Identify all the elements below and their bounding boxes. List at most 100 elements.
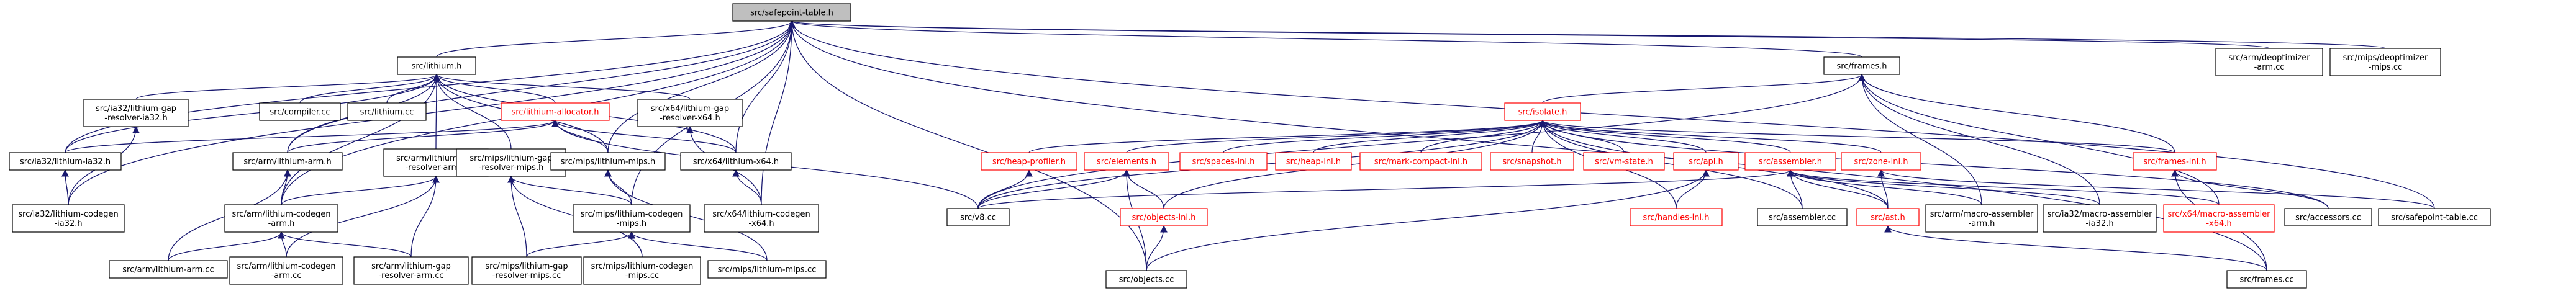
- node-allocator-h[interactable]: src/lithium-allocator.h: [501, 102, 610, 121]
- node-box: [550, 152, 666, 171]
- node-ia32-macro-h[interactable]: src/ia32/macro-assembler-ia32.h: [2043, 204, 2157, 233]
- node-box: [637, 99, 743, 127]
- node-elements-h[interactable]: src/elements.h: [1084, 152, 1169, 171]
- node-label: src/x64/lithium-x64.h: [693, 158, 779, 167]
- node-arm-lithium-h[interactable]: src/arm/lithium-arm.h: [232, 152, 343, 171]
- node-label: src/snapshot.h: [1502, 158, 1561, 167]
- node-frames-h[interactable]: src/frames.h: [1823, 56, 1900, 75]
- node-label: src/v8.cc: [960, 213, 996, 223]
- node-box: [2226, 270, 2307, 289]
- edge-elements_h-to-isolate_h: [1126, 119, 1546, 153]
- node-ia32-codegen-h[interactable]: src/ia32/lithium-codegen-ia32.h: [12, 204, 125, 233]
- node-box: [232, 152, 343, 171]
- node-handles-inl-h[interactable]: src/handles-inl.h: [1630, 208, 1723, 226]
- node-mips-lithium-cc[interactable]: src/mips/lithium-mips.cc: [707, 260, 827, 279]
- node-isolate-h[interactable]: src/isolate.h: [1504, 102, 1581, 121]
- node-x64-lithium-h[interactable]: src/x64/lithium-x64.h: [680, 152, 792, 171]
- node-box: [224, 204, 338, 233]
- node-safepoint-cc[interactable]: src/safepoint-table.cc: [2378, 208, 2491, 226]
- node-safepoint-h[interactable]: src/safepoint-table.h: [732, 3, 851, 22]
- node-ast-h[interactable]: src/ast.h: [1856, 208, 1920, 226]
- node-box: [1359, 152, 1482, 171]
- node-assembler-cc[interactable]: src/assembler.cc: [1757, 208, 1848, 226]
- edge-mark_compact_inl_h-to-isolate_h: [1420, 119, 1546, 153]
- edge-compiler_cc-to-lithium_h: [299, 73, 440, 104]
- node-arm-macro-h[interactable]: src/arm/macro-assembler-arm.h: [1925, 204, 2038, 233]
- node-frames-inl-h[interactable]: src/frames-inl.h: [2133, 152, 2217, 171]
- node-arm-gap-h[interactable]: src/arm/lithium-gap-resolver-arm.h: [383, 148, 489, 177]
- node-box: [2284, 208, 2372, 226]
- node-box: [704, 204, 819, 233]
- node-box: [83, 99, 189, 127]
- node-label: src/safepoint-table.cc: [2391, 213, 2478, 223]
- node-heap-inl-h[interactable]: src/heap-inl.h: [1275, 152, 1352, 171]
- node-box: [347, 102, 427, 121]
- edge-assembler_cc-to-isolate_h: [1539, 119, 1803, 209]
- node-snapshot-h[interactable]: src/snapshot.h: [1490, 152, 1574, 171]
- node-label: src/ia32/macro-assembler: [2048, 210, 2153, 219]
- edge-x64_lithium_h-to-safepoint_h: [735, 20, 796, 153]
- node-arm-codegen-h[interactable]: src/arm/lithium-codegen-arm.h: [224, 204, 338, 233]
- node-mark-compact-inl-h[interactable]: src/mark-compact-inl.h: [1359, 152, 1482, 171]
- node-box: [1841, 152, 1921, 171]
- edge-allocator_h-to-lithium_h: [433, 73, 556, 104]
- node-label: src/vm-state.h: [1595, 158, 1653, 167]
- node-label: -ia32.h: [54, 219, 82, 228]
- node-v8-cc[interactable]: src/v8.cc: [946, 208, 1010, 226]
- node-mips-gap-h[interactable]: src/mips/lithium-gap-resolver-mips.h: [456, 148, 566, 177]
- node-assembler-h[interactable]: src/assembler.h: [1744, 152, 1836, 171]
- node-box: [397, 56, 476, 75]
- node-mips-gap-cc[interactable]: src/mips/lithium-gap-resolver-mips.cc: [471, 256, 582, 285]
- edge-spaces_inl_h-to-isolate_h: [1223, 119, 1546, 153]
- node-box: [12, 204, 125, 233]
- node-arm-deopt[interactable]: src/arm/deoptimizer-arm.cc: [2215, 48, 2323, 76]
- node-label: src/arm/macro-assembler: [1930, 210, 2034, 219]
- node-arm-codegen-cc[interactable]: src/arm/lithium-codegen-arm.cc: [229, 256, 343, 285]
- node-api-h[interactable]: src/api.h: [1673, 152, 1739, 171]
- node-compiler-cc[interactable]: src/compiler.cc: [259, 102, 341, 121]
- node-box: [946, 208, 1010, 226]
- node-box: [1856, 208, 1920, 226]
- node-accessors-cc[interactable]: src/accessors.cc: [2284, 208, 2372, 226]
- node-mips-lithium-h[interactable]: src/mips/lithium-mips.h: [550, 152, 666, 171]
- edge-mips_gap_h-to-lithium_h: [433, 73, 512, 150]
- node-arm-gap-cc[interactable]: src/arm/lithium-gap-resolver-arm.cc: [353, 256, 469, 285]
- node-objects-inl-h[interactable]: src/objects-inl.h: [1120, 208, 1208, 226]
- node-label: src/frames.h: [1836, 62, 1887, 71]
- edge-frames_inl_h-to-isolate_h: [1539, 119, 2175, 153]
- edge-arm_gap_cc-to-arm_gap_h: [410, 175, 440, 258]
- node-lithium-cc[interactable]: src/lithium.cc: [347, 102, 427, 121]
- node-label: -resolver-arm.h: [405, 163, 466, 173]
- node-label: src/ia32/lithium-ia32.h: [20, 158, 111, 167]
- edge-frames_cc-to-ast_h: [1884, 225, 2267, 271]
- node-arm-lithium-cc[interactable]: src/arm/lithium-arm.cc: [109, 260, 228, 279]
- node-box: [1275, 152, 1352, 171]
- node-vm-state-h[interactable]: src/vm-state.h: [1583, 152, 1665, 171]
- edge-heap_profiler_h-to-isolate_h: [1028, 119, 1546, 153]
- node-label: src/arm/lithium-arm.h: [243, 158, 331, 167]
- node-heap-profiler-h[interactable]: src/heap-profiler.h: [981, 152, 1077, 171]
- node-x64-codegen-h[interactable]: src/x64/lithium-codegen-x64.h: [704, 204, 819, 233]
- node-zone-inl-h[interactable]: src/zone-inl.h: [1841, 152, 1921, 171]
- node-label: src/mark-compact-inl.h: [1374, 158, 1467, 167]
- node-box: [2329, 48, 2441, 76]
- node-mips-codegen-cc[interactable]: src/mips/lithium-codegen-mips.cc: [583, 256, 701, 285]
- node-box: [1504, 102, 1581, 121]
- node-ia32-gap-h[interactable]: src/ia32/lithium-gap-resolver-ia32.h: [83, 99, 189, 127]
- node-mips-deopt[interactable]: src/mips/deoptimizer-mips.cc: [2329, 48, 2441, 76]
- node-frames-cc[interactable]: src/frames.cc: [2226, 270, 2307, 289]
- edge-arm_codegen_h-to-lithium_h: [281, 73, 440, 205]
- node-objects-cc[interactable]: src/objects.cc: [1105, 270, 1187, 289]
- node-label: -ia32.h: [2085, 219, 2113, 228]
- node-x64-macro-h[interactable]: src/x64/macro-assembler-x64.h: [2163, 204, 2275, 233]
- node-label: src/mips/deoptimizer: [2343, 53, 2428, 63]
- node-lithium-h[interactable]: src/lithium.h: [397, 56, 476, 75]
- node-box: [229, 256, 343, 285]
- node-x64-gap-h[interactable]: src/x64/lithium-gap-resolver-x64.h: [637, 99, 743, 127]
- node-label: src/ia32/lithium-gap: [96, 104, 176, 114]
- edge-frames_h-to-safepoint_h: [788, 20, 1862, 58]
- node-ia32-lithium-h[interactable]: src/ia32/lithium-ia32.h: [9, 152, 122, 171]
- node-mips-codegen-h[interactable]: src/mips/lithium-codegen-mips.h: [573, 204, 691, 233]
- edge-x64_codegen_h-to-safepoint_h: [761, 20, 796, 205]
- node-spaces-inl-h[interactable]: src/spaces-inl.h: [1179, 152, 1268, 171]
